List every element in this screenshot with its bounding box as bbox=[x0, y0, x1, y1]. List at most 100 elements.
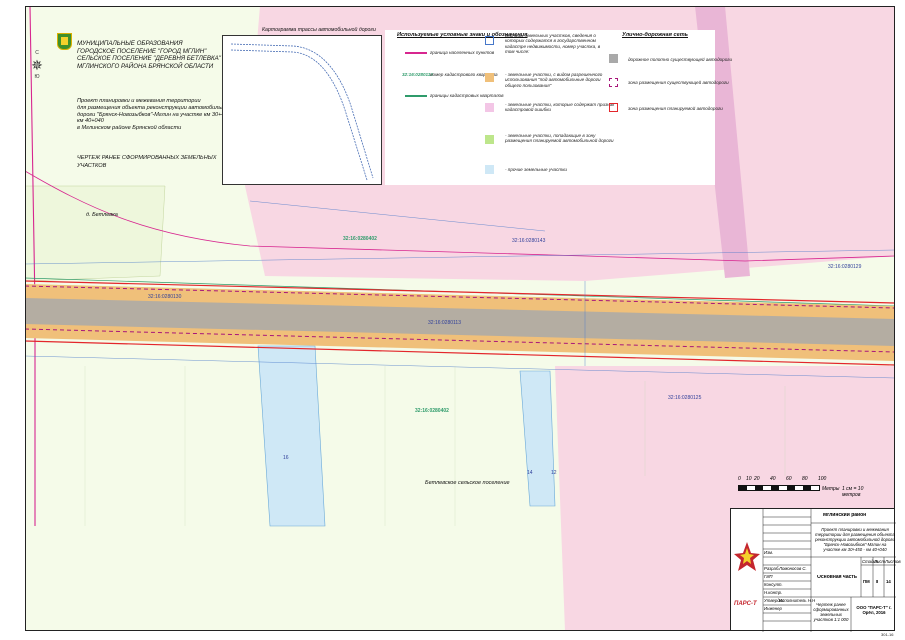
scale-bar: 0 10 20 40 60 80 100 Метры 1 см = 10 мет… bbox=[738, 476, 878, 506]
parcel-line-1 bbox=[25, 355, 895, 379]
parcel-code-3: 32:16:0280129 bbox=[828, 264, 862, 270]
road-surface bbox=[25, 298, 895, 346]
parcel-line-4 bbox=[249, 200, 546, 232]
legend-item-existing-zone: зона размещения существующей автодороги bbox=[628, 80, 729, 85]
legend-item-quarter: номер кадастрового квартала bbox=[430, 72, 498, 77]
legend-swatch-error-parcels bbox=[485, 103, 494, 112]
tb-role-6: Инженер bbox=[764, 606, 782, 611]
legend-item-parcels: границы земельных участков, сведения о к… bbox=[505, 33, 601, 55]
parcel-number-1: 16 bbox=[283, 455, 289, 461]
parcel-code-1: 32:16:0280143 bbox=[512, 238, 546, 244]
project-line-4: в Мглинском районе Брянской области bbox=[77, 125, 182, 132]
tb-role-5: Утвердил bbox=[764, 598, 785, 603]
org-line-1: МУНИЦИПАЛЬНЫЕ ОБРАЗОВАНИЯ bbox=[77, 40, 183, 47]
inset-title: Картограмма трассы автомобильной дороги bbox=[262, 27, 376, 33]
org-line-4: МГЛИНСКОГО РАЙОНА БРЯНСКОЙ ОБЛАСТИ bbox=[77, 62, 214, 70]
parcel-green-left bbox=[25, 185, 166, 282]
tb-name-5: Исполнитель Н.Н bbox=[779, 598, 816, 603]
tb-company: ООО "ПАРС-Т" г. Орёл, 2016 bbox=[856, 605, 892, 615]
compass-north: С bbox=[35, 50, 39, 56]
org-line-2: ГОРОДСКОЕ ПОСЕЛЕНИЕ "ГОРОД МГЛИН" bbox=[77, 47, 207, 55]
scale-unit: Метры bbox=[822, 486, 840, 492]
tb-district: Мглинский район bbox=[823, 513, 867, 518]
scale-ratio: 1 см = 10 метров bbox=[842, 486, 864, 498]
legend-swatch-other-parcels bbox=[485, 165, 494, 174]
tb-role-3: Консулт. bbox=[764, 582, 783, 587]
scale-tick-100: 100 bbox=[818, 476, 827, 482]
sheet-number: 301-16 bbox=[881, 632, 894, 637]
project-line-1: Проект планировки и межевания территории bbox=[77, 98, 201, 104]
title-block-grid bbox=[762, 509, 896, 632]
tb-stage: ПМ bbox=[863, 579, 870, 584]
compass-south: Ю bbox=[34, 74, 40, 80]
legend-swatch-road-parcels bbox=[485, 73, 494, 82]
legend-swatch-planned-zone bbox=[609, 103, 618, 112]
legend-item-quarter-boundary: границы кадастровых кварталов bbox=[430, 93, 504, 98]
scale-tick-20: 20 bbox=[754, 476, 760, 482]
scale-ticks: 0 10 20 40 60 80 100 bbox=[738, 476, 888, 484]
tb-role-2: ГИП bbox=[764, 574, 773, 579]
tb-part: Основная часть bbox=[817, 575, 857, 580]
tb-sheet: 8 bbox=[876, 579, 879, 584]
planned-zone-top bbox=[25, 280, 895, 304]
scale-tick-80: 80 bbox=[802, 476, 808, 482]
tb-stage-h: Стадия bbox=[862, 559, 879, 564]
place-betlevka: д. Бетлевка bbox=[86, 212, 118, 218]
legend-swatch-existing-zone bbox=[609, 78, 618, 87]
parcel-code-5: 32:16:0280113 bbox=[428, 320, 461, 326]
title-block: Мглинский район Проект планировки и меже… bbox=[730, 508, 901, 632]
existing-zone-bottom bbox=[25, 328, 895, 353]
legend-title: Используемые условные знаки и обозначени… bbox=[397, 32, 528, 38]
legend-item-planned-parcels: - земельные участки, попадающие в зону р… bbox=[505, 133, 614, 144]
legend-item-other-parcels: - прочие земельные участки bbox=[505, 167, 567, 172]
legend-item-road-surface: дорожное полотно существующей автодороги bbox=[628, 57, 733, 62]
project-header: Проект планировки и межевания территории… bbox=[77, 98, 242, 132]
scale-tick-10: 10 bbox=[746, 476, 752, 482]
parcel-blue-2 bbox=[519, 370, 556, 507]
quarter-code-upper: 32:16:0280402 bbox=[343, 236, 377, 242]
org-line-3: СЕЛЬСКОЕ ПОСЕЛЕНИЕ "ДЕРЕВНЯ БЕТЛЕВКА" bbox=[77, 55, 221, 63]
parcel-number-2: 14 bbox=[527, 470, 533, 476]
company-logo-icon bbox=[734, 542, 760, 571]
planned-zone-bottom bbox=[25, 340, 895, 366]
field-hatch bbox=[84, 366, 786, 526]
existing-zone-top bbox=[25, 285, 895, 309]
drawing-title: ЧЕРТЕЖ РАНЕЕ СФОРМИРОВАННЫХ ЗЕМЕЛЬНЫХ УЧ… bbox=[77, 155, 217, 169]
legend-code-quarter: 32:16:0280113 bbox=[402, 72, 433, 77]
tb-role-4: Н.контр. bbox=[764, 590, 783, 595]
quarter-code-lower: 32:16:0280402 bbox=[415, 408, 449, 414]
tb-project-text: Проект планировки и межевания территории… bbox=[815, 527, 895, 552]
tb-drawing-name: Чертеж ранее сформированных земельных уч… bbox=[813, 602, 849, 622]
parcel-line-2 bbox=[25, 249, 895, 265]
legend-swatch-quarter-boundary bbox=[405, 95, 427, 97]
org-header: МУНИЦИПАЛЬНЫЕ ОБРАЗОВАНИЯ ГОРОДСКОЕ ПОСЕ… bbox=[77, 40, 237, 70]
legend-swatch-road-surface bbox=[609, 54, 618, 63]
parcel-code-4: 32:16:0280125 bbox=[668, 395, 702, 401]
tb-row-izm: Изм. bbox=[764, 550, 774, 555]
coat-of-arms bbox=[57, 33, 72, 50]
scale-tick-60: 60 bbox=[786, 476, 792, 482]
road-legend-title: Улично-дорожная сеть bbox=[622, 32, 688, 38]
tb-role-1: Разраб. bbox=[764, 566, 780, 571]
settlement-boundary-2 bbox=[25, 170, 895, 262]
compass-star-icon: ✵ bbox=[31, 57, 43, 73]
legend-item-settlement: граница населенных пунктов bbox=[430, 50, 495, 55]
legend-item-error-parcels: - земельные участки, которые содержат пр… bbox=[505, 102, 615, 113]
legend-swatch-planned-parcels bbox=[485, 135, 494, 144]
scale-tick-0: 0 bbox=[738, 476, 741, 482]
legend-swatch-parcels bbox=[485, 36, 494, 45]
scale-tick-40: 40 bbox=[770, 476, 776, 482]
parcel-code-2: 32:16:0280130 bbox=[148, 294, 182, 300]
scale-graphic bbox=[738, 485, 820, 491]
sheet-frame bbox=[25, 6, 895, 631]
route-inset bbox=[222, 35, 382, 185]
legend-item-road-parcels: - земельные участки, с видом разрешенног… bbox=[505, 72, 603, 88]
parcel-number-3: 12 bbox=[551, 470, 557, 476]
project-line-3: дороги "Брянск-Новозыбков"-Мглин на учас… bbox=[77, 111, 235, 125]
project-line-2: для размещения объекта реконструкции авт… bbox=[77, 104, 231, 111]
legend-item-planned-zone: зона размещения планируемой автодороги bbox=[628, 106, 723, 111]
parcel-blue-1 bbox=[257, 345, 326, 527]
compass-rose: С ✵ Ю bbox=[29, 50, 45, 90]
inset-route-drawing bbox=[230, 43, 374, 181]
